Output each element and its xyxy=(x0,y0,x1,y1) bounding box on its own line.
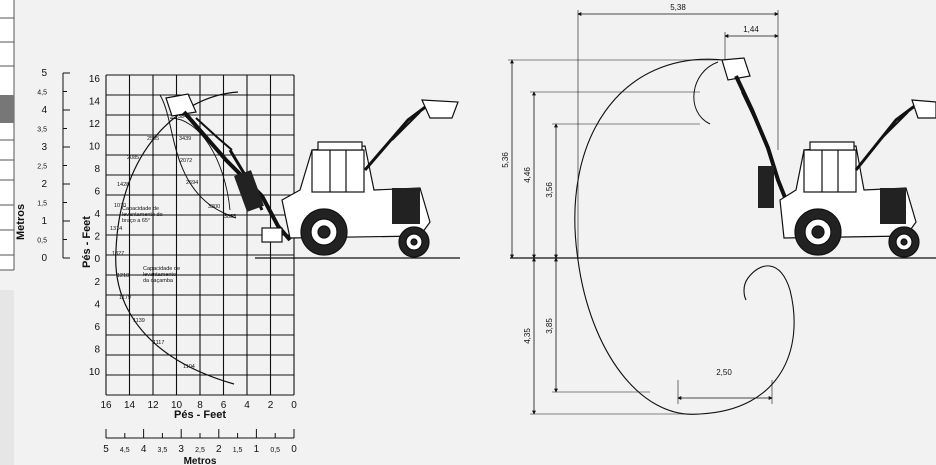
dim-dig-depth: 4,35 xyxy=(523,328,532,344)
x-metros-tick-label: 3 xyxy=(178,444,184,455)
x-feet-tick-label: 12 xyxy=(147,400,159,411)
feet-tick-label: 4 xyxy=(94,209,100,220)
feet-tick-label: 14 xyxy=(89,97,101,108)
capacity-point-label: 1139 xyxy=(133,318,145,324)
metros-tick-label: 0,5 xyxy=(37,238,47,245)
left-page-edge xyxy=(0,0,15,465)
metros-tick-label: 3 xyxy=(41,142,47,153)
metros-tick-label: 3,5 xyxy=(37,127,47,134)
feet-scale-ticks: 16 14 12 10 8 6 4 2 0 2 4 6 8 10 xyxy=(89,74,101,378)
dim-max-height: 5,36 xyxy=(501,152,510,168)
capacity-points: 3846 2585 3439 2085 2072 1428 2694 1070 3300 1314… xyxy=(110,114,236,370)
feet-tick-label: 2 xyxy=(94,277,100,288)
metros-tick-label: 4 xyxy=(41,105,47,116)
x-metros-ticks: 5 4,5 4 3,5 3 2,5 2 1,5 1 0,5 0 xyxy=(103,429,297,455)
feet-tick-label: 0 xyxy=(94,254,100,265)
x-feet-tick-label: 6 xyxy=(221,400,227,411)
capacity-point-label: 1070 xyxy=(114,203,126,209)
capacity-point-label: 3835 xyxy=(224,214,236,220)
capacity-point-label: 2585 xyxy=(147,136,159,142)
feet-tick-label: 10 xyxy=(89,142,101,153)
dim-bottom-width: 2,50 xyxy=(716,368,732,377)
x-feet-tick-label: 10 xyxy=(171,400,183,411)
feet-tick-label: 6 xyxy=(94,187,100,198)
capacity-point-label: 1179 xyxy=(119,295,131,301)
arm-capacity-note: Capacidade de levantamento do braço a 65… xyxy=(122,206,164,224)
metros-tick-label: 5 xyxy=(41,68,47,79)
x-metros-tick-label: 2 xyxy=(216,444,222,455)
capacity-point-label: 2085 xyxy=(127,155,139,161)
backhoe-loader-illustration-right xyxy=(721,57,936,258)
dim-overall-reach: 5,38 xyxy=(670,3,686,12)
feet-tick-label: 6 xyxy=(94,322,100,333)
dim-bucket-offset: 1,44 xyxy=(743,25,759,34)
capacity-point-label: 3846 xyxy=(178,114,190,120)
dim-loading-height: 4,46 xyxy=(523,167,532,183)
reach-dimension-diagram xyxy=(508,10,936,415)
capacity-point-label: 1428 xyxy=(117,182,129,188)
backhoe-loader-illustration-left xyxy=(165,93,460,259)
x-feet-ticks: 16 14 12 10 8 6 4 2 0 xyxy=(100,400,297,411)
x-metros-tick-label: 1 xyxy=(254,444,260,455)
metros-tick-label: 2,5 xyxy=(37,164,47,171)
x-metros-tick-label: 5 xyxy=(103,444,109,455)
metros-tick-label: 2 xyxy=(41,179,47,190)
x-metros-tick-label: 1,5 xyxy=(233,447,243,454)
metros-tick-label: 1 xyxy=(41,216,47,227)
feet-tick-label: 10 xyxy=(89,367,101,378)
x-metros-tick-label: 2,5 xyxy=(195,447,205,454)
feet-tick-label: 16 xyxy=(89,74,101,85)
metros-tick-label: 0 xyxy=(41,253,47,264)
feet-tick-label: 8 xyxy=(94,345,100,356)
metros-axis-label: Metros xyxy=(15,204,27,240)
metros-scale-ticks: 5 4,5 4 3,5 3 2,5 2 1,5 1 0,5 0 xyxy=(37,68,70,264)
x-metros-tick-label: 3,5 xyxy=(158,447,168,454)
capacity-point-label: 3439 xyxy=(179,136,191,142)
x-metros-tick-label: 4,5 xyxy=(120,447,130,454)
lift-capacity-chart: 54,543,532,521,510,50 Metros 16141210864… xyxy=(15,68,460,465)
x-feet-tick-label: 8 xyxy=(197,400,203,411)
bucket-capacity-note: Capacidade de levantamento da caçamba xyxy=(143,266,182,284)
capacity-point-label: 1314 xyxy=(110,226,122,232)
dim-dump-height: 3,56 xyxy=(545,182,554,198)
x-feet-tick-label: 16 xyxy=(100,400,112,411)
feet-tick-label: 4 xyxy=(94,300,100,311)
x-metros-tick-label: 0,5 xyxy=(270,447,280,454)
x-metros-tick-label: 4 xyxy=(141,444,147,455)
metros-tick-label: 1,5 xyxy=(37,201,47,208)
feet-tick-label: 8 xyxy=(94,164,100,175)
metros-tick-label: 4,5 xyxy=(37,90,47,97)
capacity-point-label: 1218 xyxy=(117,273,129,279)
x-metros-tick-label: 0 xyxy=(291,444,297,455)
x-feet-tick-label: 14 xyxy=(124,400,136,411)
x-feet-tick-label: 2 xyxy=(268,400,274,411)
capacity-point-label: 2694 xyxy=(186,180,198,186)
dim-flat-dig-depth: 3,85 xyxy=(545,318,554,334)
capacity-point-label: 2072 xyxy=(180,158,192,164)
capacity-point-label: 1327 xyxy=(112,251,124,257)
feet-tick-label: 2 xyxy=(94,232,100,243)
capacity-point-label: 1117 xyxy=(153,340,164,346)
capacity-point-label: 3300 xyxy=(208,204,220,210)
x-feet-label: Pés - Feet xyxy=(174,409,226,421)
x-feet-tick-label: 0 xyxy=(291,400,297,411)
feet-axis-label: Pés - Feet xyxy=(81,216,93,268)
dimension-labels: 5,38 1,44 5,36 4,46 3,56 4,35 3,85 2,50 xyxy=(501,3,759,377)
capacity-point-label: 1104 xyxy=(183,364,195,370)
x-metros-label: Metros xyxy=(184,456,217,465)
x-feet-tick-label: 4 xyxy=(244,400,250,411)
feet-tick-label: 12 xyxy=(89,119,101,130)
